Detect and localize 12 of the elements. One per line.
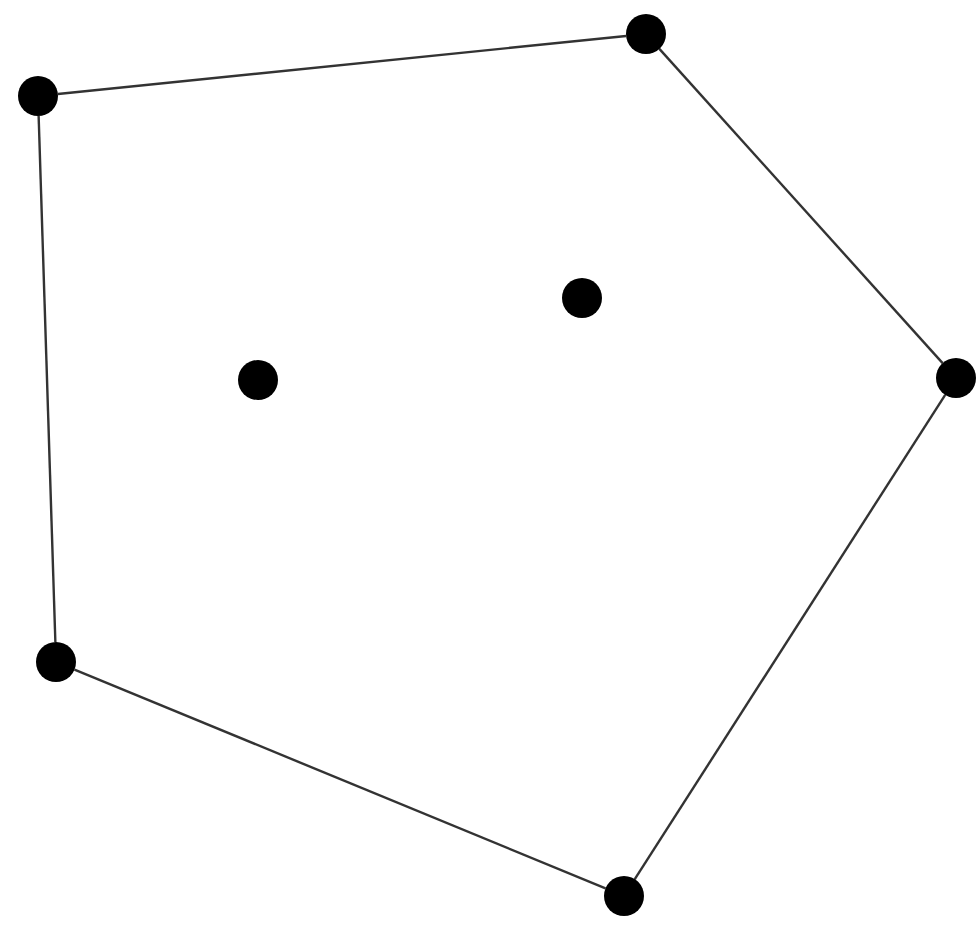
point-dot xyxy=(18,76,58,116)
point-dot xyxy=(626,14,666,54)
point-dot xyxy=(562,278,602,318)
point-dot xyxy=(36,642,76,682)
connector-line xyxy=(74,668,606,890)
connector-line xyxy=(37,115,57,643)
connector-line xyxy=(658,48,944,364)
point-dot xyxy=(936,358,976,398)
point-dot xyxy=(604,876,644,916)
connector-line xyxy=(633,394,947,880)
connector-line xyxy=(57,34,627,96)
point-dot xyxy=(238,360,278,400)
